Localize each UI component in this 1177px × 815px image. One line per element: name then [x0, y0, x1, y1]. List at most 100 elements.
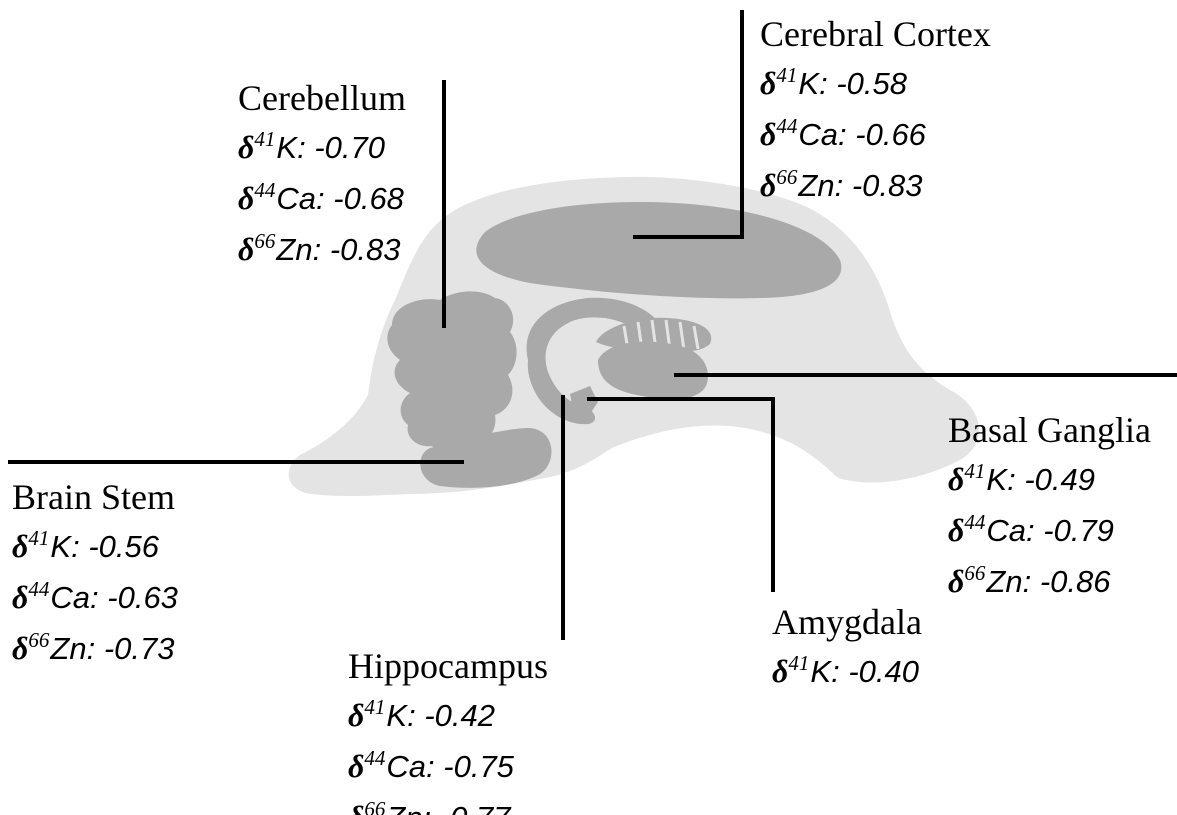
delta-symbol: δ — [12, 579, 28, 615]
isotope-value: -0.68 — [333, 181, 404, 216]
isotope-value: -0.75 — [443, 749, 514, 784]
mass-number: 41 — [364, 695, 385, 719]
element-symbol: Ca — [798, 117, 838, 152]
delta-symbol: δ — [948, 512, 964, 548]
cerebellum-name: Cerebellum — [238, 78, 406, 118]
isotope-value: -0.56 — [88, 529, 159, 564]
separator: : — [90, 580, 107, 615]
element-symbol: K — [798, 66, 819, 101]
isotope-value: -0.73 — [104, 631, 175, 666]
mass-number: 41 — [776, 63, 797, 87]
separator: : — [423, 800, 440, 815]
mass-number: 66 — [254, 229, 275, 253]
isotope-value: -0.83 — [330, 232, 401, 267]
amygdala-label: Amygdala δ41K: -0.40 — [772, 602, 922, 693]
separator: : — [426, 749, 443, 784]
element-symbol: Ca — [986, 513, 1026, 548]
element-symbol: K — [986, 462, 1007, 497]
element-symbol: K — [810, 654, 831, 689]
basal-ganglia-name: Basal Ganglia — [948, 410, 1151, 450]
isotope-row: δ44Ca: -0.75 — [348, 737, 548, 788]
isotope-value: -0.86 — [1040, 564, 1111, 599]
cerebellum-label: Cerebellum δ41K: -0.70δ44Ca: -0.68δ66Zn:… — [238, 78, 406, 271]
separator: : — [1007, 462, 1024, 497]
delta-symbol: δ — [348, 697, 364, 733]
element-symbol: Zn — [986, 564, 1022, 599]
isotope-row: δ41K: -0.56 — [12, 517, 178, 568]
element-symbol: Ca — [50, 580, 90, 615]
isotope-row: δ44Ca: -0.79 — [948, 501, 1151, 552]
mass-number: 66 — [28, 628, 49, 652]
mass-number: 44 — [964, 510, 985, 534]
mass-number: 44 — [28, 577, 49, 601]
element-symbol: Zn — [386, 800, 422, 815]
separator: : — [87, 631, 104, 666]
isotope-value: -0.42 — [424, 698, 495, 733]
separator: : — [819, 66, 836, 101]
delta-symbol: δ — [12, 528, 28, 564]
separator: : — [297, 130, 314, 165]
isotope-row: δ66Zn: -0.77 — [348, 788, 548, 815]
mass-number: 41 — [964, 459, 985, 483]
separator: : — [71, 529, 88, 564]
separator: : — [407, 698, 424, 733]
delta-symbol: δ — [948, 461, 964, 497]
separator: : — [831, 654, 848, 689]
separator: : — [1026, 513, 1043, 548]
isotope-row: δ66Zn: -0.86 — [948, 552, 1151, 603]
delta-symbol: δ — [772, 653, 788, 689]
isotope-row: δ44Ca: -0.66 — [760, 105, 991, 156]
element-symbol: Zn — [276, 232, 312, 267]
delta-symbol: δ — [238, 231, 254, 267]
element-symbol: Ca — [386, 749, 426, 784]
separator: : — [316, 181, 333, 216]
cerebral-cortex-name: Cerebral Cortex — [760, 14, 991, 54]
element-symbol: K — [386, 698, 407, 733]
delta-symbol: δ — [760, 116, 776, 152]
mass-number: 41 — [254, 127, 275, 151]
mass-number: 44 — [776, 114, 797, 138]
delta-symbol: δ — [348, 799, 364, 815]
delta-symbol: δ — [348, 748, 364, 784]
isotope-value: -0.58 — [836, 66, 907, 101]
separator: : — [838, 117, 855, 152]
mass-number: 66 — [776, 165, 797, 189]
isotope-row: δ41K: -0.58 — [760, 54, 991, 105]
amygdala-name: Amygdala — [772, 602, 922, 642]
isotope-row: δ41K: -0.49 — [948, 450, 1151, 501]
isotope-row: δ41K: -0.70 — [238, 118, 406, 169]
element-symbol: K — [50, 529, 71, 564]
brain-stem-name: Brain Stem — [12, 477, 178, 517]
delta-symbol: δ — [760, 167, 776, 203]
isotope-value: -0.49 — [1024, 462, 1095, 497]
element-symbol: Ca — [276, 181, 316, 216]
separator: : — [313, 232, 330, 267]
delta-symbol: δ — [238, 180, 254, 216]
separator: : — [1023, 564, 1040, 599]
element-symbol: Zn — [50, 631, 86, 666]
mass-number: 41 — [28, 526, 49, 550]
isotope-row: δ66Zn: -0.83 — [760, 156, 991, 207]
delta-symbol: δ — [760, 65, 776, 101]
mass-number: 66 — [364, 797, 385, 815]
isotope-value: -0.40 — [848, 654, 919, 689]
isotope-value: -0.63 — [107, 580, 178, 615]
amygdala-values: δ41K: -0.40 — [772, 642, 922, 693]
isotope-row: δ41K: -0.42 — [348, 686, 548, 737]
mass-number: 44 — [364, 746, 385, 770]
isotope-row: δ41K: -0.40 — [772, 642, 922, 693]
isotope-value: -0.66 — [855, 117, 926, 152]
isotope-row: δ44Ca: -0.68 — [238, 169, 406, 220]
isotope-row: δ66Zn: -0.73 — [12, 619, 178, 670]
separator: : — [835, 168, 852, 203]
mass-number: 66 — [964, 561, 985, 585]
